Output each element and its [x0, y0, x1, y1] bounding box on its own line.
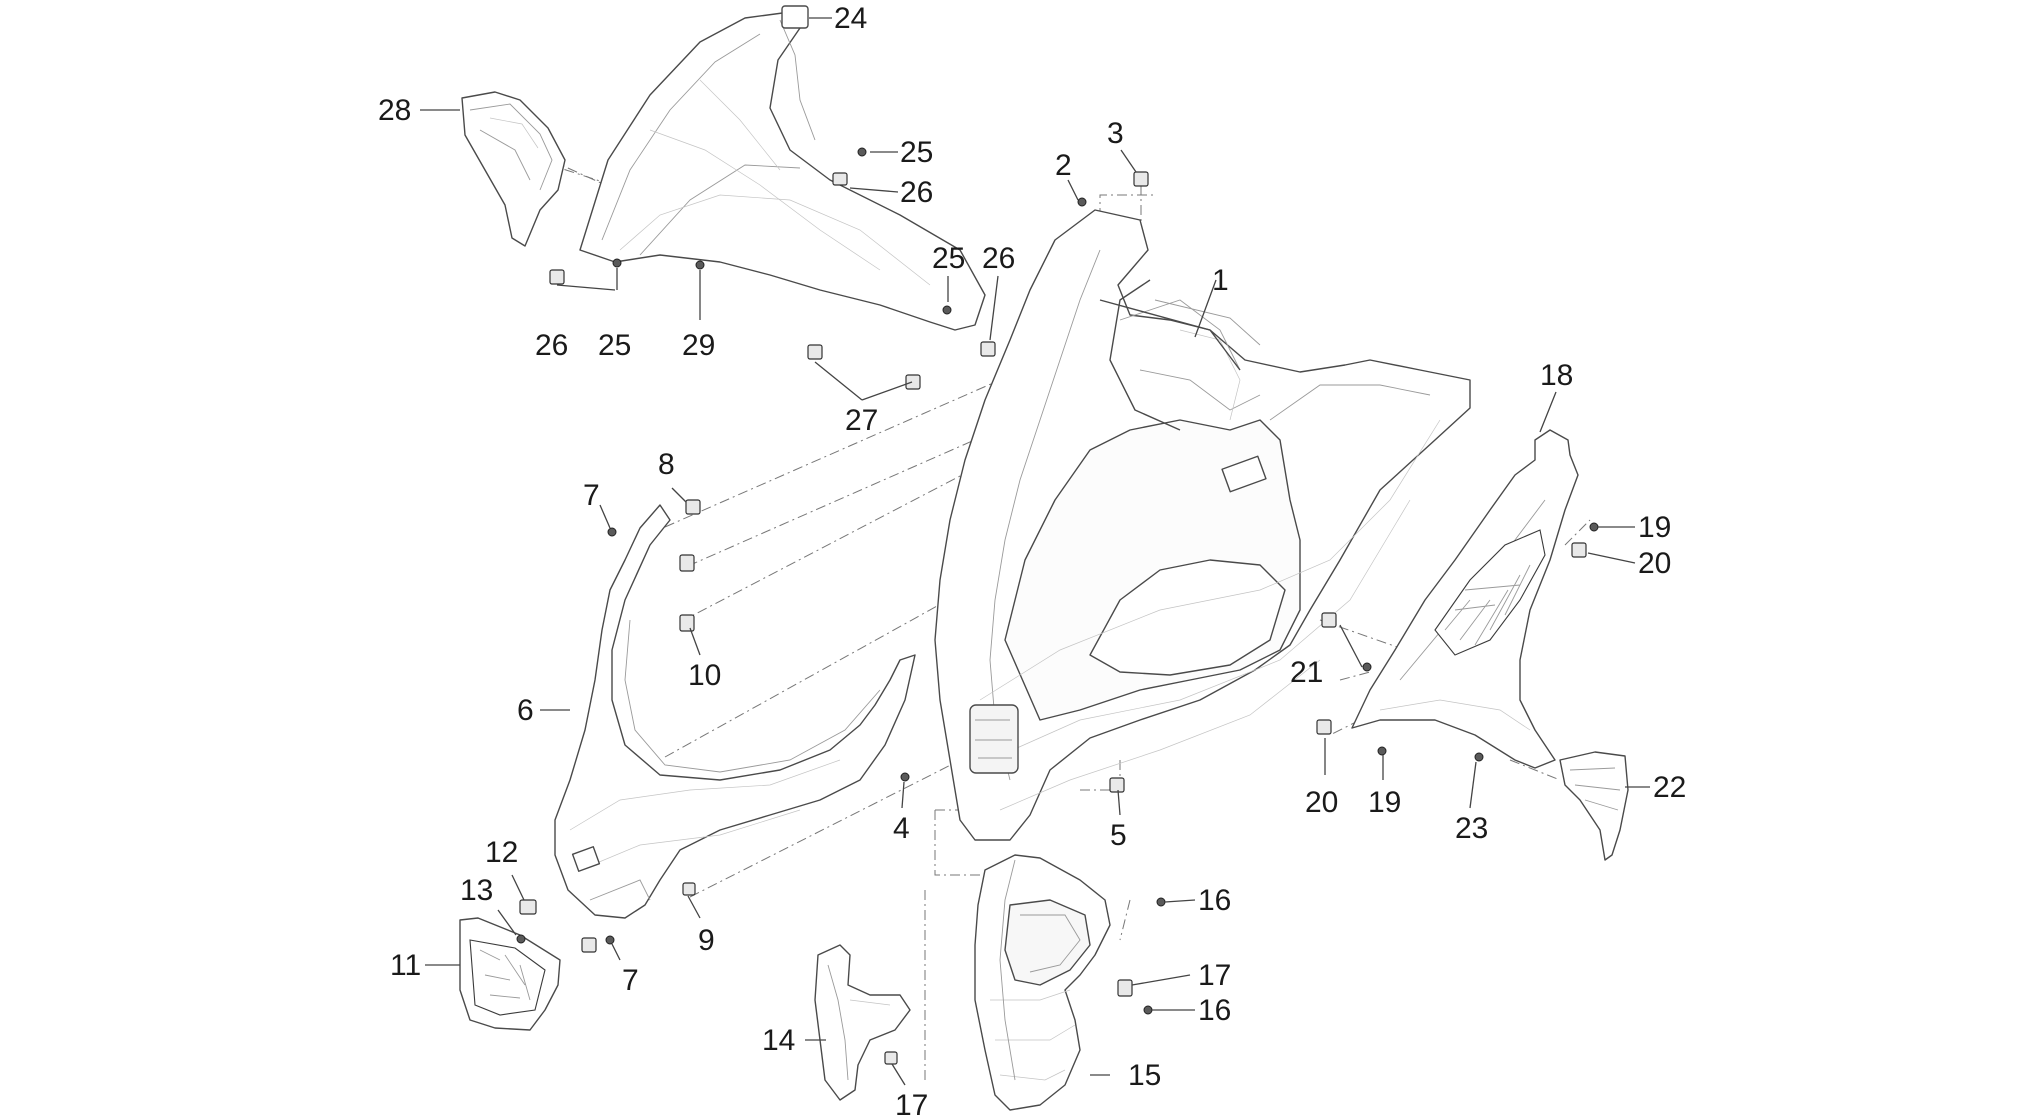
callout-17b: 17 [895, 1089, 928, 1120]
leader-lines [420, 17, 1650, 1086]
callout-19b: 19 [1368, 786, 1401, 819]
callout-6: 6 [517, 694, 534, 727]
callout-15: 15 [1128, 1059, 1161, 1092]
callout-7a: 7 [583, 479, 600, 512]
callout-7b: 7 [622, 964, 639, 997]
callout-16a: 16 [1198, 884, 1231, 917]
callout-25a: 25 [900, 136, 933, 169]
callout-labels: 1 2 3 4 5 6 7 7 8 9 10 11 12 13 14 15 16… [378, 2, 1686, 1120]
callout-12: 12 [485, 836, 518, 869]
part-6-lower-front-cover [554, 504, 916, 919]
callout-19a: 19 [1638, 511, 1671, 544]
part-18-grille [1434, 529, 1546, 656]
callout-10: 10 [688, 659, 721, 692]
part-1-front-shield [934, 209, 1471, 841]
callout-1: 1 [1212, 264, 1229, 297]
callout-8: 8 [658, 448, 675, 481]
callout-26b: 26 [982, 242, 1015, 275]
callout-25b: 25 [932, 242, 965, 275]
callout-22: 22 [1653, 771, 1686, 804]
callout-13: 13 [460, 874, 493, 907]
callout-2: 2 [1055, 149, 1072, 182]
callout-20a: 20 [1638, 547, 1671, 580]
callout-3: 3 [1107, 117, 1124, 150]
part-15-lamp-housing [974, 854, 1111, 1111]
hardware-screws-clips [516, 147, 1599, 1065]
part-24-upper-cover [579, 5, 986, 331]
callout-29: 29 [682, 329, 715, 362]
callout-25c: 25 [598, 329, 631, 362]
callout-9: 9 [698, 924, 715, 957]
callout-17a: 17 [1198, 959, 1231, 992]
callout-11: 11 [390, 949, 421, 982]
callout-14: 14 [762, 1024, 795, 1057]
callout-26c: 26 [535, 329, 568, 362]
callout-18: 18 [1540, 359, 1573, 392]
callout-16b: 16 [1198, 994, 1231, 1027]
part-11-lower-grille [459, 917, 561, 1031]
part-28-side-bracket [461, 91, 566, 247]
callout-21: 21 [1290, 656, 1323, 689]
callout-28: 28 [378, 94, 411, 127]
callout-5: 5 [1110, 819, 1127, 852]
callout-27: 27 [845, 404, 878, 437]
part-22-rear-trim [1559, 751, 1629, 861]
part-18-side-grille-panel [1351, 429, 1579, 769]
callout-23: 23 [1455, 812, 1488, 845]
callout-4: 4 [893, 812, 910, 845]
part-14-lower-plate [814, 944, 911, 1101]
callout-20b: 20 [1305, 786, 1338, 819]
callout-26a: 26 [900, 176, 933, 209]
callout-24: 24 [834, 2, 867, 35]
